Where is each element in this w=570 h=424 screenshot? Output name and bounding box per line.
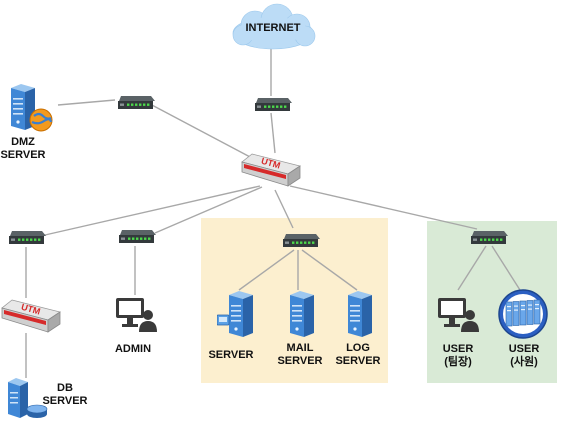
internet-label: INTERNET [245, 22, 301, 34]
switch-server-zone [280, 232, 320, 255]
server-tower-icon [290, 291, 314, 337]
link-user-staff [491, 245, 521, 291]
admin-label: ADMIN [114, 343, 152, 355]
database-icon [8, 378, 48, 418]
network-switch-icon [255, 98, 292, 111]
admin-workstation [115, 296, 159, 341]
switch-admin [116, 228, 156, 251]
server-tower-icon [11, 84, 53, 132]
network-switch-icon [283, 234, 320, 247]
link-utm-switch-mail [274, 189, 294, 229]
link-topswitch-utm [270, 112, 276, 154]
switch-db [6, 229, 46, 252]
network-switch-icon [118, 96, 155, 109]
link-mail-log [301, 249, 358, 291]
link-dmzswitch-utm [149, 103, 253, 159]
workstation-user-icon [438, 298, 479, 332]
server-cluster-icon [498, 289, 548, 339]
network-switch-icon [119, 230, 156, 243]
server-tower-icon [216, 291, 253, 337]
cloud-icon [232, 3, 316, 50]
utm-db: UTM [0, 296, 62, 341]
user-leader-workstation [437, 296, 481, 341]
mail-server-label: MAIL SERVER [277, 342, 323, 367]
server-label: SERVER [208, 349, 254, 361]
dmz-server-label: DMZ SERVER [0, 136, 46, 161]
user-leader-label: USER (팀장) [442, 343, 474, 368]
dmz-server [7, 82, 57, 139]
switch-dmz [115, 94, 155, 117]
mail-server [286, 289, 336, 346]
link-mail-server [238, 249, 295, 291]
utm-firewall-icon: UTM [241, 153, 301, 187]
server [216, 289, 267, 346]
server-tower-icon [348, 291, 372, 337]
network-switch-icon [9, 231, 46, 244]
link-utm-switch-admin [154, 186, 263, 234]
link-utm-switch-user [289, 185, 478, 230]
internet-cloud [227, 3, 319, 58]
switch-user-zone [468, 229, 508, 252]
link-user-leader [457, 245, 487, 291]
log-server [344, 289, 394, 346]
link-dmz-switch [57, 99, 116, 106]
user-staff-servers [497, 288, 549, 345]
log-server-label: LOG SERVER [335, 342, 381, 367]
db-server-label: DB SERVER [42, 382, 88, 407]
switch-top [252, 96, 292, 119]
db-server [6, 376, 50, 424]
workstation-user-icon [116, 298, 157, 332]
user-staff-label: USER (사원) [508, 343, 540, 368]
utm-main: UTM [240, 150, 302, 195]
utm-firewall-icon: UTM [1, 299, 61, 333]
network-switch-icon [471, 231, 508, 244]
link-utm-switch-db [44, 185, 261, 236]
